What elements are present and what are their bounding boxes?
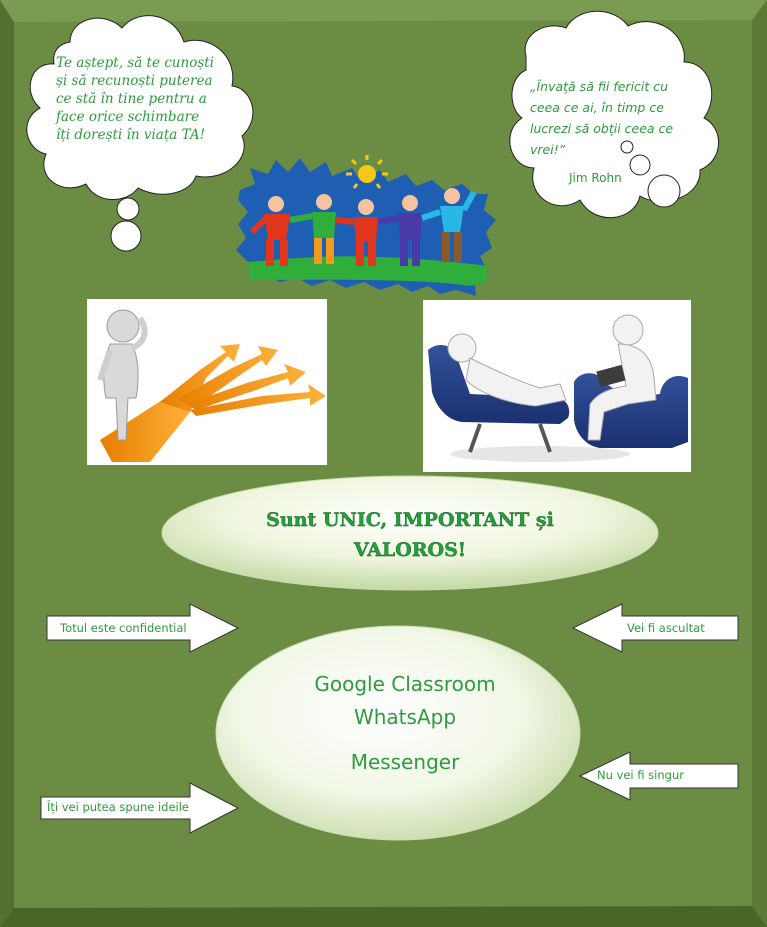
- therapist-chair-icon: [574, 373, 688, 448]
- platform-google-classroom: Google Classroom: [314, 672, 496, 696]
- headline-line-2: VALOROS!: [353, 539, 467, 561]
- arrow-label-confidential: Totul este confidential: [60, 621, 187, 635]
- quote-right-text: „Învață să fii fericit cu ceea ce ai, în…: [530, 79, 674, 157]
- headline-text: Sunt UNIC, IMPORTANT și VALOROS!: [175, 505, 645, 565]
- arrow-label-ideas: Îți vei putea spune ideile: [47, 800, 189, 814]
- sun-icon: [346, 155, 388, 189]
- platforms-list: Google Classroom WhatsApp Messenger: [240, 668, 570, 779]
- children-logo-image: [236, 155, 496, 296]
- decision-arrows-image: [87, 299, 327, 465]
- thinking-person-icon: [97, 309, 148, 441]
- arrow-shape-ideas: [40, 782, 240, 834]
- platform-messenger: Messenger: [350, 750, 460, 774]
- arrow-shape-listened: [571, 603, 739, 653]
- quote-author: Jim Rohn: [569, 171, 622, 185]
- headline-line-1: Sunt UNIC, IMPORTANT și: [266, 509, 554, 531]
- arrow-label-listened: Vei fi ascultat: [627, 621, 705, 635]
- arrow-shape-confidential: [46, 603, 240, 653]
- thought-cloud-right: [509, 10, 719, 218]
- kid-figures-icon: [249, 188, 477, 266]
- headline-ellipse: [161, 475, 659, 591]
- therapy-session-image: [423, 300, 691, 472]
- arrow-label-not-alone: Nu vei fi singur: [597, 768, 684, 782]
- quote-left-text: Te aștept, să te cunoști și să recunoști…: [56, 55, 214, 143]
- patient-figure-icon: [447, 333, 567, 407]
- platforms-ellipse: [215, 625, 581, 841]
- platform-whatsapp: WhatsApp: [353, 705, 457, 729]
- arrow-shape-not-alone: [578, 751, 739, 801]
- thought-cloud-left: [26, 15, 254, 252]
- therapist-figure-icon: [587, 314, 657, 441]
